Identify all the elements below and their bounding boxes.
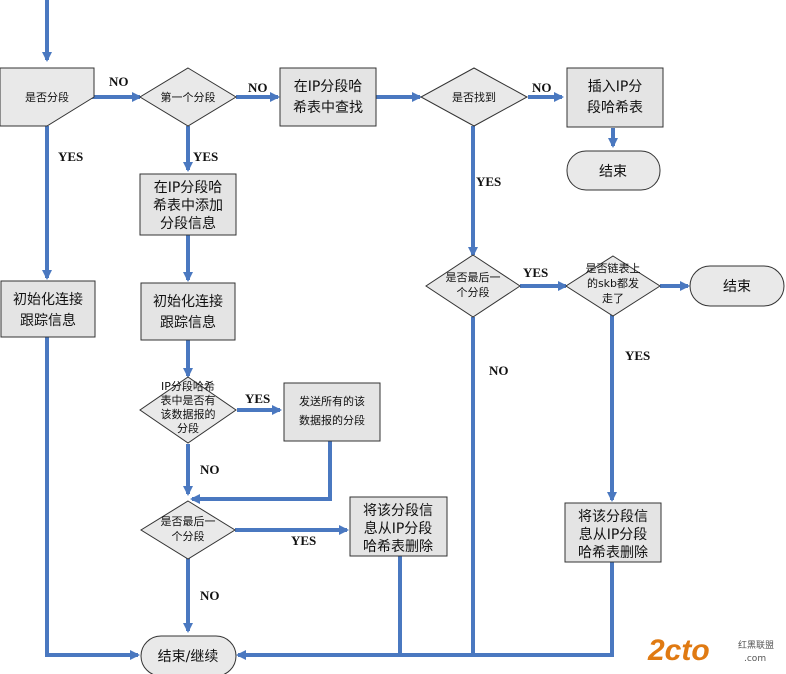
init-left-line1: 初始化连接 [13, 291, 83, 308]
node-text: 是否分段 第一个分段 在IP分段哈 希表中查找 是否找到 插入IP分 段哈希表 … [13, 79, 751, 665]
send-all-line2: 数据报的分段 [299, 413, 365, 427]
box-search-hash [279, 67, 377, 127]
edge-labels: NO NO NO YES YES YES YES NO YES YES NO Y… [58, 74, 650, 603]
decision-all-skb-sent [565, 255, 661, 317]
all-fragments-line3: 该数据报的 [161, 407, 216, 421]
is-last-right-line2: 个分段 [457, 285, 490, 299]
box-delete-mid [349, 496, 448, 557]
label-no-bottom: NO [200, 588, 220, 603]
is-last-right-line1: 是否最后一 [446, 271, 501, 284]
label-yes-first: YES [193, 149, 218, 164]
decision-is-last-mid [140, 500, 236, 560]
search-hash-line1: 在IP分段哈 [294, 79, 363, 95]
decision-found [419, 67, 529, 127]
add-info-line1: 在IP分段哈 [154, 180, 223, 196]
flow-lines [42, 0, 690, 660]
delete-right-line2: 息从IP分段 [579, 526, 648, 543]
end-top-label: 结束 [599, 164, 627, 180]
label-yes-send: YES [245, 391, 270, 406]
all-skb-line2: 的skb都发 [587, 276, 639, 290]
box-add-fragment-info [139, 173, 237, 236]
first-fragment-label: 第一个分段 [161, 90, 216, 104]
label-yes-last-right: YES [523, 265, 548, 280]
terminator-end-continue [140, 635, 237, 674]
init-mid-line2: 跟踪信息 [160, 314, 216, 331]
shapes [0, 67, 785, 674]
watermark-brand: 红黑联盟 [738, 639, 774, 651]
is-last-mid-line1: 是否最后一 [161, 515, 216, 528]
add-info-line3: 分段信息 [160, 215, 216, 232]
watermark-logo: 2cto [647, 634, 710, 667]
end-continue-label: 结束/继续 [158, 648, 219, 665]
decision-first-fragment [139, 67, 237, 127]
insert-hash-line1: 插入IP分 [588, 79, 643, 95]
terminator-end-right [689, 265, 785, 307]
terminator-end-top [566, 150, 661, 191]
add-info-line2: 希表中添加 [153, 198, 223, 214]
box-init-left [0, 280, 96, 338]
box-send-all [283, 382, 381, 442]
is-fragment-label: 是否分段 [25, 90, 69, 104]
search-hash-line2: 希表中查找 [293, 100, 363, 116]
all-skb-line3: 走了 [602, 292, 624, 305]
found-label: 是否找到 [452, 90, 496, 104]
label-no-last-right: NO [489, 363, 509, 378]
delete-mid-line2: 息从IP分段 [364, 520, 433, 537]
all-fragments-line4: 分段 [177, 421, 199, 435]
delete-right-line3: 哈希表删除 [578, 545, 648, 561]
delete-mid-line3: 哈希表删除 [363, 539, 433, 555]
watermark: 2cto 红黑联盟 .com [647, 634, 774, 667]
label-no-3: NO [532, 80, 552, 95]
is-last-mid-line2: 个分段 [172, 529, 205, 543]
edge-send-back [190, 441, 332, 504]
label-no-send: NO [200, 462, 220, 477]
label-yes-found: YES [476, 174, 501, 189]
delete-right-line1: 将该分段信 [578, 509, 648, 525]
label-yes-skb: YES [625, 348, 650, 363]
edge-right-back [236, 562, 614, 660]
label-no-1: NO [109, 74, 129, 89]
init-mid-line1: 初始化连接 [153, 293, 223, 310]
watermark-domain: .com [744, 654, 766, 664]
box-init-mid [140, 282, 236, 341]
delete-mid-line1: 将该分段信 [363, 503, 433, 519]
send-all-line1: 发送所有的该 [299, 394, 365, 408]
label-yes-delete-mid: YES [291, 533, 316, 548]
decision-is-fragment [0, 67, 95, 127]
edge-left-down [45, 337, 140, 660]
decision-is-last-right [425, 254, 521, 318]
all-fragments-line1: IP分段哈希 [161, 379, 215, 393]
all-fragments-line2: 表中是否有 [161, 393, 216, 407]
label-no-2: NO [248, 80, 268, 95]
all-skb-line1: 是否链表上 [586, 261, 641, 275]
box-delete-right [564, 502, 662, 563]
label-yes-left: YES [58, 149, 83, 164]
box-insert-hash [566, 67, 664, 128]
decision-all-fragments [139, 376, 237, 444]
init-left-line2: 跟踪信息 [20, 312, 76, 329]
end-right-label: 结束 [723, 279, 751, 295]
insert-hash-line2: 段哈希表 [587, 100, 643, 116]
